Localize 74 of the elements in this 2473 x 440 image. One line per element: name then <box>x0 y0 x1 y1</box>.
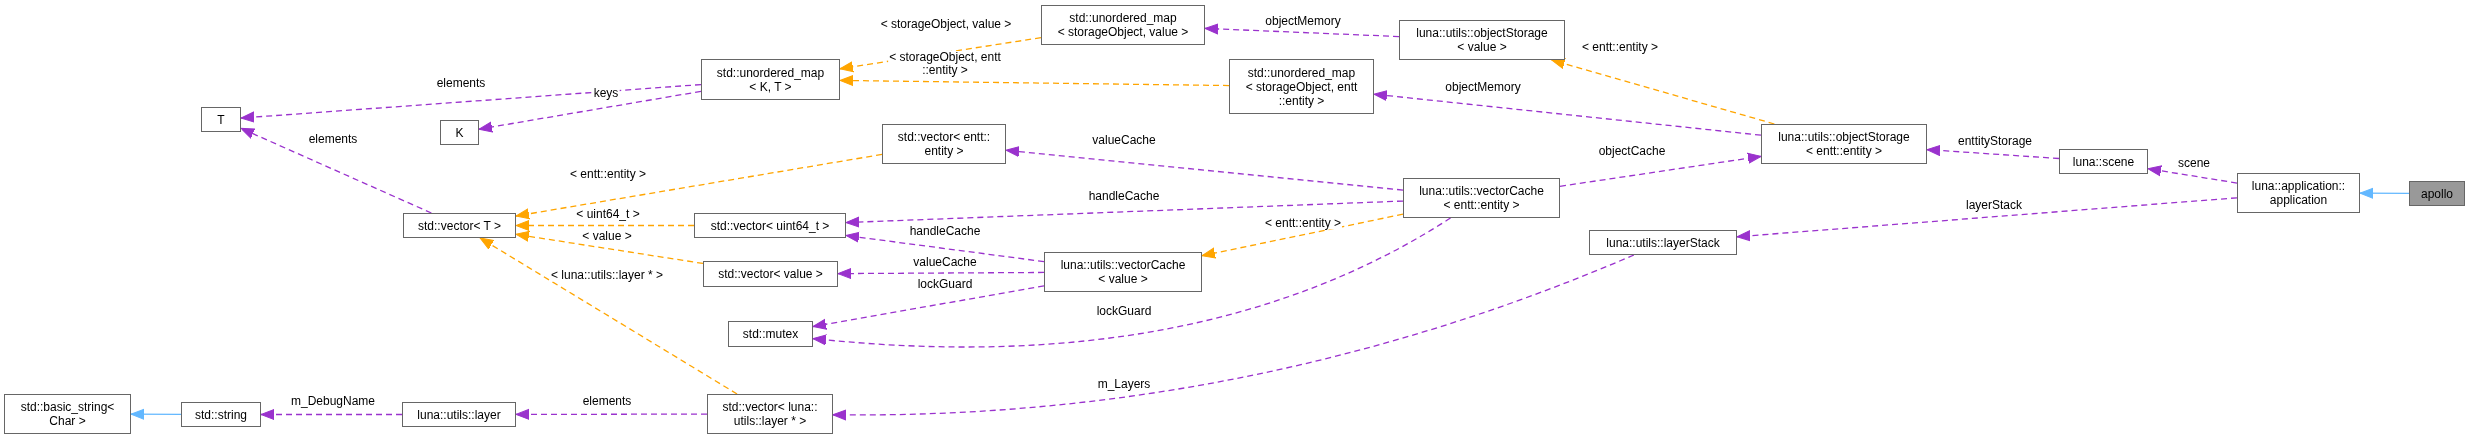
dashed-arrow <box>1005 146 1404 191</box>
edge-label: < value > <box>581 229 633 243</box>
arrow <box>2359 187 2410 199</box>
edge-label: handleCache <box>1087 189 1161 203</box>
class-box: std::basic_string< Char > <box>4 394 131 434</box>
edge-label: valueCache <box>912 255 978 269</box>
dashed-arrow <box>845 200 1404 228</box>
class-box: luna::utils::objectStorage < value > <box>1399 20 1565 60</box>
dashed-arrow <box>1373 90 1762 136</box>
edge-label: < luna::utils::layer * > <box>549 268 665 282</box>
class-box: luna::utils::objectStorage < entt::entity > <box>1761 124 1927 164</box>
dashed-arrow <box>837 268 1045 280</box>
class-box: luna::utils::layer <box>402 402 516 427</box>
edge-label: elements <box>581 394 633 408</box>
dashed-arrow <box>515 230 704 265</box>
class-box: std::vector< entt:: entity > <box>882 124 1006 164</box>
class-box: std::mutex <box>728 321 813 347</box>
class-box: luna::application:: application <box>2237 173 2360 213</box>
edge-label: enttityStorage <box>1957 134 2033 148</box>
edge-label: < storageObject, entt ::entity > <box>888 51 1002 77</box>
dashed-arrow <box>479 237 738 395</box>
edge-label: lockGuard <box>916 277 974 291</box>
edge-label: layerStack <box>1965 198 2023 212</box>
dashed-arrow <box>240 127 433 214</box>
dashed-arrow <box>2147 165 2238 184</box>
dashed-arrow <box>812 285 1045 330</box>
class-box: luna::utils::vectorCache < entt::entity > <box>1403 178 1560 218</box>
edge-label: keys <box>592 86 620 100</box>
class-box: K <box>440 120 479 145</box>
dashed-arrow <box>260 409 403 420</box>
dashed-arrow <box>1204 23 1400 38</box>
arrow <box>130 408 182 420</box>
class-box: T <box>201 107 241 132</box>
edge-label: objectMemory <box>1264 14 1342 28</box>
dashed-arrow <box>812 217 1452 348</box>
dashed-arrow <box>240 83 702 123</box>
edge-label: < entt::entity > <box>1580 40 1660 54</box>
edge-label: elements <box>307 132 359 146</box>
edge-label: elements <box>435 76 487 90</box>
class-box: std::vector< uint64_t > <box>694 213 846 238</box>
edge-label: < storageObject, value > <box>879 17 1013 31</box>
dashed-arrow <box>1736 197 2238 242</box>
edge-label: < uint64_t > <box>575 207 641 221</box>
edge-label: objectCache <box>1597 144 1667 158</box>
edge-label: < entt::entity > <box>1263 216 1343 230</box>
dashed-arrow <box>1201 213 1404 259</box>
dashed-arrow <box>839 75 1230 87</box>
class-box: std::unordered_map < K, T > <box>701 59 840 100</box>
edge-label: m_Layers <box>1096 377 1152 391</box>
class-box: std::string <box>181 402 261 427</box>
class-box: std::vector< value > <box>703 261 838 287</box>
dashed-arrow <box>478 90 702 133</box>
dashed-arrow <box>515 153 883 220</box>
edge-label: objectMemory <box>1444 80 1522 94</box>
dashed-arrow <box>1550 58 1776 125</box>
edge-label: valueCache <box>1091 133 1157 147</box>
edge-label: < entt::entity > <box>568 167 648 181</box>
dashed-arrow <box>515 220 695 231</box>
class-box: luna::utils::vectorCache < value > <box>1044 252 1202 292</box>
class-box: std::unordered_map < storageObject, value > <box>1041 5 1205 45</box>
class-box: luna::scene <box>2059 149 2148 174</box>
class-box: apollo <box>2409 181 2465 206</box>
dashed-arrow <box>515 408 708 420</box>
dashed-arrow <box>1559 152 1762 187</box>
edge-label: handleCache <box>908 224 982 238</box>
class-box: std::unordered_map < storageObject, entt ::entity > <box>1229 59 1374 114</box>
dashed-arrow <box>845 231 1045 263</box>
class-box: std::vector< luna:: utils::layer * > <box>707 394 833 434</box>
edge-label: lockGuard <box>1095 304 1153 318</box>
class-box: luna::utils::layerStack <box>1589 230 1737 255</box>
edge-label: m_DebugName <box>290 394 376 408</box>
class-box: std::vector< T > <box>403 213 516 238</box>
dashed-arrow <box>832 254 1635 421</box>
dashed-arrow <box>1926 145 2060 160</box>
